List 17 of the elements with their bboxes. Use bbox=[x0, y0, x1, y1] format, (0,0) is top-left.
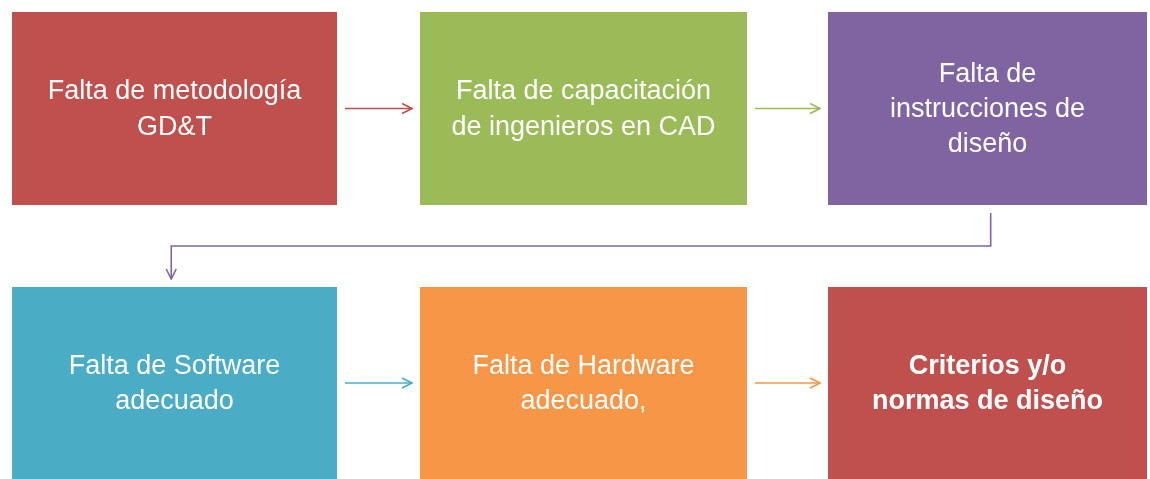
box-label: Falta de Software adecuado bbox=[67, 348, 282, 417]
process-box bbox=[420, 287, 747, 479]
arrow bbox=[344, 377, 413, 389]
box-label: Falta de Hardware adecuado, bbox=[471, 348, 696, 417]
box-label: Falta de metodología GD&T bbox=[46, 74, 303, 143]
arrow bbox=[344, 102, 413, 115]
process-box bbox=[828, 287, 1147, 479]
box-label: Criterios y/o normas de diseño bbox=[870, 348, 1105, 417]
box-label: Falta de instrucciones de diseño bbox=[888, 56, 1087, 161]
process-box bbox=[420, 12, 747, 205]
box-label: Falta de capacitación de ingenieros en CAD bbox=[450, 74, 717, 143]
process-box bbox=[12, 287, 337, 479]
arrow bbox=[165, 212, 992, 280]
process-box bbox=[828, 12, 1147, 205]
arrow bbox=[754, 102, 821, 115]
arrow bbox=[754, 377, 821, 389]
process-box bbox=[12, 12, 337, 205]
